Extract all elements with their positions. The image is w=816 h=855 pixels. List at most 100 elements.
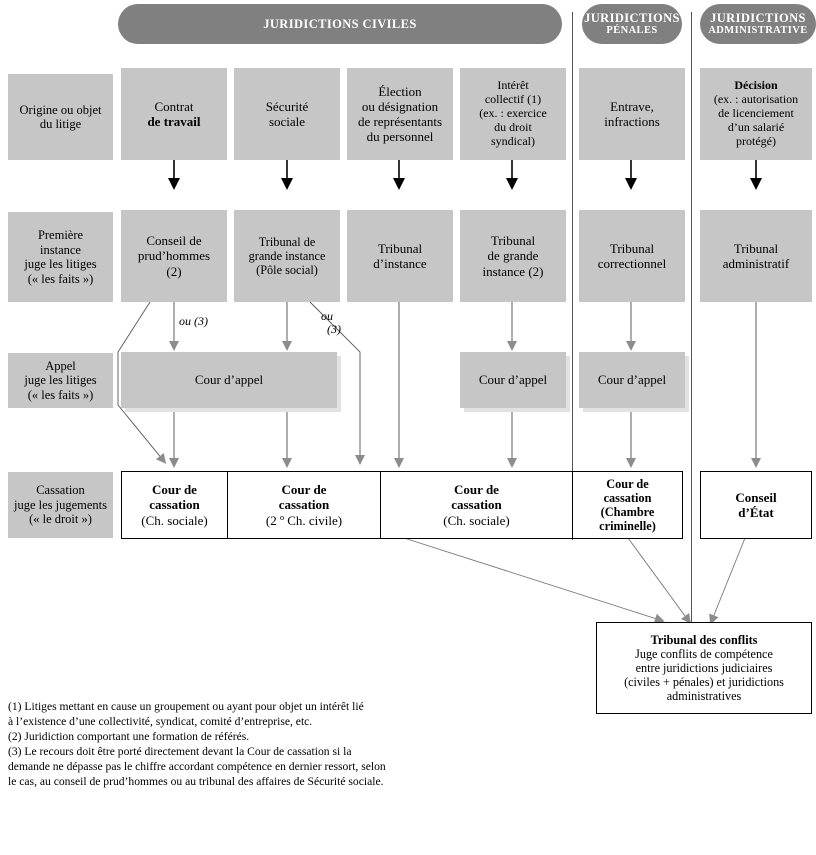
election-line-4: du personnel — [366, 129, 434, 145]
cass1-line-1: Cour de — [152, 482, 197, 498]
node-election-representants: Élection ou désignation de représentants… — [347, 68, 453, 160]
tgi-pole-line-1: Tribunal de — [258, 234, 316, 249]
tgi-pole-line-2: grande instance — [248, 248, 326, 263]
prudhommes-line-1: Conseil de — [146, 233, 202, 249]
tribunal-conflits-line-1: Juge conflits de compétence — [635, 646, 773, 661]
interet-line-3: (ex. : exercice — [479, 106, 547, 121]
arrow-instance-direct-cassation — [394, 302, 761, 468]
tgi2-line-2: de grande — [487, 248, 539, 264]
election-line-2: ou désignation — [361, 98, 439, 114]
cass2-line-2: cassation — [278, 497, 330, 513]
cour-appel-penale-label: Cour d’appel — [597, 372, 667, 388]
cass3-line-2: cassation — [451, 497, 502, 513]
tribunal-conflits-line-3: (civiles + pénales) et juridictions — [624, 675, 784, 690]
node-tribunal-grande-instance-2: Tribunal de grande instance (2) — [460, 210, 566, 302]
row-label-premiere-instance: Première instance juge les litiges (« le… — [8, 212, 113, 302]
conseil-etat-line-1: Conseil — [735, 489, 777, 505]
cass1-line-2: cassation — [149, 497, 200, 513]
banner-juridictions-administrative: JURIDICTIONS ADMINISTRATIVE — [700, 4, 816, 44]
entrave-line-1: Entrave, — [610, 98, 654, 114]
cass2-line-1: Cour de — [281, 482, 327, 498]
footnote-2: (2) Juridiction comportant une formation… — [8, 729, 250, 743]
footnote-1: (1) Litiges mettant en cause un groupeme… — [8, 700, 364, 728]
ou-3-left-text: ou (3) — [179, 314, 208, 328]
prudhommes-line-3: (2) — [166, 263, 182, 279]
decision-line-1: Décision — [734, 78, 778, 93]
row-label-appel: Appel juge les litiges (« les faits ») — [8, 353, 113, 408]
interet-line-4: du droit — [494, 119, 532, 134]
row-label-cassation-line-2: juge les jugements — [13, 497, 108, 512]
conseil-etat-line-2: d’État — [738, 505, 774, 520]
node-tribunal-d-instance: Tribunal d’instance — [347, 210, 453, 302]
node-cassation-chambre-criminelle: Cour de cassation (Chambre criminelle) — [572, 471, 683, 539]
interet-line-2: collectif (1) — [484, 92, 542, 107]
row-label-origine-line-2: du litige — [39, 117, 82, 131]
correctionnel-line-1: Tribunal — [609, 240, 655, 256]
row-label-premiere-line-4: (« les faits ») — [27, 271, 94, 286]
securite-line-1: Sécurité — [265, 98, 309, 114]
row-label-premiere-line-2: instance — [40, 242, 81, 257]
cass4-line-2: cassation — [603, 490, 652, 505]
administratif-line-1: Tribunal — [733, 240, 779, 256]
cass3-line-1: Cour de — [454, 482, 499, 498]
administratif-line-2: administratif — [722, 256, 790, 271]
node-conseil-de-prudhommes: Conseil de prud’hommes (2) — [121, 210, 227, 302]
banner-penales-sub: PÉNALES — [606, 25, 658, 37]
banner-administrative-sub: ADMINISTRATIVE — [708, 25, 808, 37]
tribunal-conflits-line-4: administratives — [666, 689, 742, 704]
cass4-line-1: Cour de — [606, 476, 649, 491]
row-label-cassation-line-1: Cassation — [36, 483, 85, 498]
node-cassation-ch-sociale-2: Cour de cassation (Ch. sociale) — [380, 471, 572, 539]
election-line-1: Élection — [378, 83, 422, 99]
decision-line-5: protégé) — [736, 133, 776, 148]
row-label-origine: Origine ou objet du litige — [8, 74, 113, 160]
cour-appel-interet-label: Cour d’appel — [478, 372, 548, 388]
cour-appel-civile-label: Cour d’appel — [194, 372, 264, 388]
row-label-origine-line-1: Origine ou objet — [19, 102, 102, 117]
tgi2-line-3: instance (2) — [482, 263, 544, 279]
annotation-ou-3-right: ou (3) — [321, 309, 361, 336]
securite-line-2: sociale — [268, 114, 306, 129]
node-tribunal-des-conflits: Tribunal des conflits Juge conflits de c… — [596, 622, 812, 714]
tribunal-conflits-title: Tribunal des conflits — [650, 632, 758, 647]
tribunal-instance-line-1: Tribunal — [377, 240, 423, 256]
node-conseil-d-etat: Conseil d’État — [700, 471, 812, 539]
interet-line-5: syndical) — [491, 133, 535, 148]
cass4-line-4: criminelle) — [599, 519, 656, 534]
arrow-to-tribunal-conflits — [403, 537, 746, 625]
decision-line-4: d’un salarié — [727, 119, 785, 134]
prudhommes-line-2: prud’hommes — [137, 248, 211, 264]
election-line-3: de représentants — [357, 114, 443, 129]
banner-penales-main: JURIDICTIONS — [584, 11, 680, 26]
node-contrat-de-travail: Contrat de travail — [121, 68, 227, 160]
row-label-appel-line-2: juge les litiges — [24, 373, 97, 388]
node-cour-d-appel-penale: Cour d’appel — [579, 352, 685, 408]
node-tribunal-correctionnel: Tribunal correctionnel — [579, 210, 685, 302]
node-cour-d-appel-civile: Cour d’appel — [121, 352, 337, 408]
row-label-cassation: Cassation juge les jugements (« le droit… — [8, 472, 113, 538]
ou-3-right-line-2: (3) — [327, 322, 341, 337]
arrow-origine-to-instance — [168, 160, 762, 190]
node-decision-licenciement: Décision (ex. : autorisation de licencie… — [700, 68, 812, 160]
tgi-pole-line-3: (Pôle social) — [256, 263, 318, 278]
node-interet-collectif: Intérêt collectif (1) (ex. : exercice du… — [460, 68, 566, 160]
decision-line-3: de licenciement — [718, 106, 794, 121]
ou-3-right-line-1: ou — [321, 309, 333, 323]
interet-line-1: Intérêt — [497, 78, 529, 93]
banner-administrative-main: JURIDICTIONS — [710, 11, 806, 26]
footnote-3: (3) Le recours doit être porté directeme… — [8, 744, 386, 788]
decision-line-2: (ex. : autorisation — [713, 92, 799, 107]
correctionnel-line-2: correctionnel — [597, 256, 667, 271]
tribunal-instance-line-2: d’instance — [373, 256, 427, 271]
cass2-line-3: (2 º Ch. civile) — [265, 512, 343, 528]
row-label-appel-line-1: Appel — [45, 358, 76, 373]
tgi2-line-1: Tribunal — [490, 233, 536, 249]
tribunal-conflits-line-2: entre juridictions judiciaires — [635, 660, 773, 675]
node-cassation-ch-sociale-1: Cour de cassation (Ch. sociale) — [121, 471, 227, 539]
node-securite-sociale: Sécurité sociale — [234, 68, 340, 160]
banner-civiles-main: JURIDICTIONS CIVILES — [263, 17, 417, 31]
node-cassation-2e-ch-civile: Cour de cassation (2 º Ch. civile) — [227, 471, 380, 539]
contrat-line-1: Contrat — [154, 98, 194, 114]
annotation-ou-3-left: ou (3) — [179, 314, 249, 328]
